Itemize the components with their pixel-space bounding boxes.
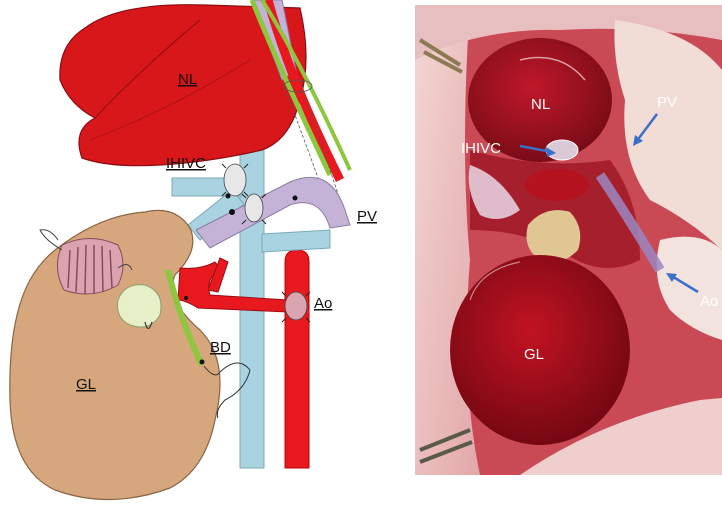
photo-label-ihivc: IHIVC — [461, 140, 501, 157]
ihivc-anastomosis-cuff — [224, 164, 246, 196]
suture-knot-4 — [184, 296, 188, 300]
photo-label-ao: Ao — [700, 293, 718, 310]
label-pv: PV — [357, 208, 377, 225]
label-ihivc: IHIVC — [166, 155, 206, 172]
suture-knot-3 — [293, 196, 298, 201]
ao-anastomosis-cuff — [285, 292, 307, 320]
graft-pale-cuff — [118, 285, 162, 327]
photo-red-nodule — [525, 169, 589, 201]
surgical-photo: NL IHIVC PV Ao GL — [415, 5, 722, 475]
graft-hepatic-artery — [178, 262, 288, 312]
label-nl: NL — [178, 71, 197, 88]
label-gl: GL — [76, 376, 96, 393]
label-ao: Ao — [314, 295, 332, 312]
aorta-vessel — [285, 250, 309, 468]
photo-label-pv: PV — [657, 94, 677, 111]
photo-label-gl: GL — [524, 346, 544, 363]
suture-knot-5 — [200, 360, 205, 365]
schematic-diagram: NL IHIVC PV Ao BD GL — [10, 0, 377, 500]
label-bd: BD — [210, 339, 231, 356]
suture-knot-1 — [229, 209, 235, 215]
photo-label-nl: NL — [531, 96, 550, 113]
ihivc-branch-right — [262, 230, 330, 252]
pv-anastomosis-cuff — [245, 194, 263, 222]
graft-striped-cuff — [57, 239, 123, 295]
suture-knot-2 — [226, 194, 231, 199]
